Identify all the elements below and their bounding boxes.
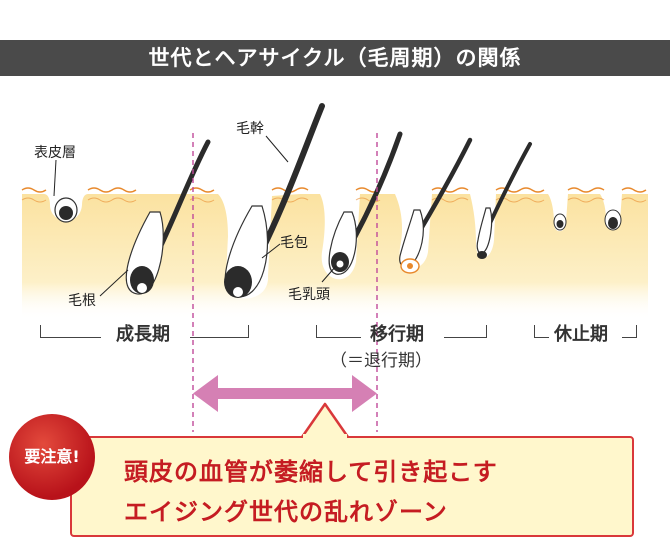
epidermis-line — [21, 187, 647, 193]
warning-badge: 要注意! — [9, 414, 95, 500]
phase-catagen-alt: （＝退行期） — [330, 351, 432, 371]
phase-anagen: 成長期 — [116, 324, 170, 345]
callout-pointer — [298, 402, 352, 442]
epidermis-line-lower — [21, 197, 647, 203]
bracket-telogen-right — [622, 325, 637, 338]
label-hair-root: 毛根 — [68, 293, 96, 309]
follicle-catagen-1 — [328, 131, 403, 275]
label-dermal-papilla: 毛乳頭 — [288, 287, 330, 303]
zone-arrow — [193, 375, 377, 412]
bracket-anagen-right — [190, 325, 249, 338]
label-epidermis: 表皮層 — [34, 145, 76, 161]
follicle-telogen-1 — [553, 213, 567, 231]
follicle-anagen-2 — [224, 103, 325, 298]
follicle-catagen-3 — [476, 142, 532, 259]
bracket-catagen-right — [444, 325, 487, 338]
label-hair-follicle: 毛包 — [280, 235, 308, 251]
follicle-early — [54, 197, 78, 223]
title-bar: 世代とヘアサイクル（毛周期）の関係 — [0, 40, 670, 76]
bracket-catagen-left — [316, 325, 361, 338]
warning-callout: 頭皮の血管が萎縮して引き起こす エイジング世代の乱れゾーン — [70, 436, 634, 537]
callout-line-2: エイジング世代の乱れゾーン — [124, 498, 448, 526]
skin-band — [22, 194, 648, 320]
follicle-anagen-1 — [125, 139, 211, 295]
follicle-telogen-2 — [604, 209, 622, 231]
label-hair-shaft: 毛幹 — [236, 121, 264, 137]
bracket-telogen-left — [534, 325, 549, 338]
follicle-catagen-2 — [399, 137, 473, 274]
callout-line-1: 頭皮の血管が萎縮して引き起こす — [124, 458, 498, 486]
bracket-anagen-left — [40, 325, 101, 338]
phase-telogen: 休止期 — [554, 324, 608, 345]
phase-catagen: 移行期 — [370, 324, 424, 345]
badge-label: 要注意! — [24, 447, 80, 466]
page-title: 世代とヘアサイクル（毛周期）の関係 — [148, 46, 522, 70]
leader-lines — [53, 135, 337, 297]
